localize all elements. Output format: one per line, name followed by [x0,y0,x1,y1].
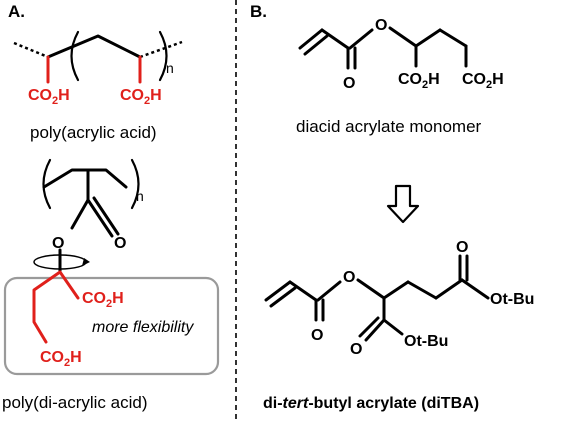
ditba-lower-ester-group: Ot-Bu [404,333,448,350]
side-carboxyl-upper: CO2H [82,290,124,310]
ch2-ch2-bond [438,28,468,48]
repeat-n-label: n [166,60,174,76]
ditba-lower-ester-bond [382,318,404,336]
backbone-bonds [46,34,142,59]
red-bond-to-carboxyl [58,270,80,300]
ditba-lower-carbonyl-b [358,316,380,338]
ditba-upper-ester-group: Ot-Bu [490,291,534,308]
poly-diacrylic-acid-structure: n O O [33,158,144,274]
ch-ch2-bond [414,28,442,48]
side-carboxyl-lower: CO2H [40,349,82,369]
carboxyl-group-right: CO2H [120,87,162,107]
ditba-o-ch-bond [356,278,386,300]
ditba-ch2-ch2-bond [406,280,438,300]
caption-diacid-monomer: diacid acrylate monomer [296,117,482,136]
panel-label-a: A. [8,2,25,21]
ditba-lower-carbonyl-oxygen: O [350,341,362,358]
down-arrow-icon [386,184,420,224]
carbonyl-oxygen: O [114,235,126,252]
ditba-vinyl-double-a [264,280,292,302]
more-flexibility-label: more flexibility [92,319,194,336]
carbonyl-bond-a [86,198,114,238]
vinyl-double-a [298,28,324,50]
ditba-vinyl-double-b [269,286,297,308]
vinyl-double-b [303,34,329,56]
red-chain-bonds [32,270,62,344]
repeat-bracket-left [70,30,80,82]
ditba-lower-carbonyl-a [364,318,386,342]
flexibility-box [3,276,220,376]
ditba-upper-carbonyl-oxygen: O [456,239,468,256]
ditba-upper-ester-bond [460,278,490,300]
backbone-bonds-2 [42,168,128,189]
ester-o-bond [70,198,90,230]
monomer-carbonyl-oxygen: O [343,75,355,92]
ditba-c-o-bond [316,280,342,302]
caption-poly-acrylic-acid: poly(acrylic acid) [30,123,157,142]
caption-ditba: di-tert-butyl acrylate (diTBA) [263,395,479,412]
rotation-arrow-icon [33,254,90,270]
repeat-bracket-left-2 [42,158,52,210]
ditba-vinyl-single [288,280,318,302]
ditba-ch-ch2-bond [382,280,410,300]
repeat-bracket-right-2 [130,158,140,210]
panel-label-b: B. [250,2,267,21]
monomer-carboxyl-2: CO2H [462,71,504,91]
carbonyl-bond-b [92,196,120,236]
vinyl-single [320,28,350,50]
repeat-bracket-right [158,30,168,82]
c-o-bond [348,28,374,50]
poly-acrylic-acid-structure: n CO2H CO2H [13,30,183,107]
repeat-n-label-2: n [136,188,144,204]
carboxyl-group-left: CO2H [28,87,70,107]
monomer-ester-oxygen: O [375,17,387,34]
ditba-ch2-c-bond [434,278,464,300]
o-ch-bond [388,26,418,48]
chain-end-dashed-right [139,40,183,59]
ditba-carbonyl-oxygen: O [311,327,323,344]
ditba-ester-oxygen: O [343,269,355,286]
diacid-monomer-structure: O O CO2H CO2H [298,17,504,92]
ester-oxygen: O [52,235,64,252]
chain-end-dashed-left [13,41,49,59]
caption-poly-diacrylic-acid: poly(di-acrylic acid) [2,393,147,412]
diacid-side-chain: CO2H more flexibility CO2H [32,270,194,369]
ditba-structure: O O O Ot-Bu O Ot-Bu [264,239,534,358]
monomer-carboxyl-1: CO2H [398,71,440,91]
